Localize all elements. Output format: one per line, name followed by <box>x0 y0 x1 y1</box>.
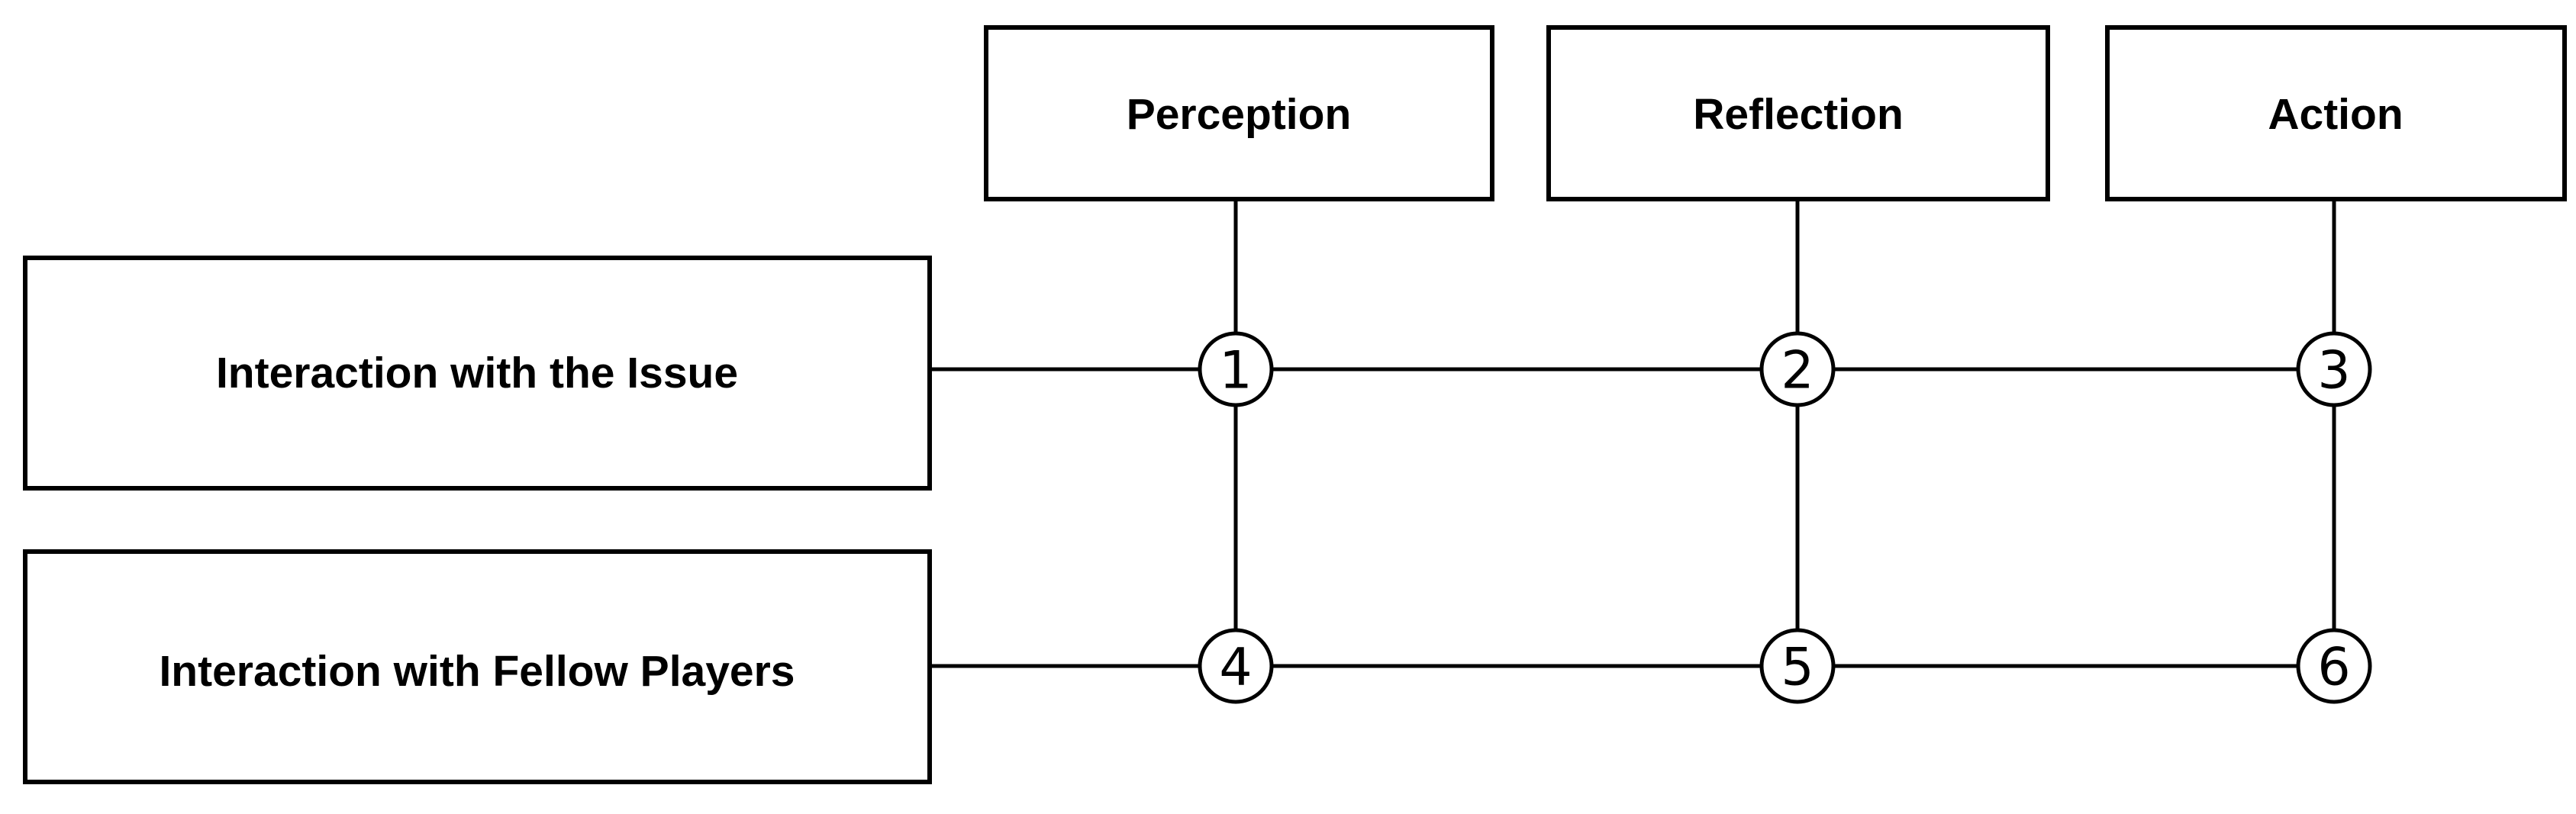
column-header-perception: Perception <box>984 25 1494 201</box>
column-headers: Perception Reflection Action <box>984 25 2567 201</box>
node-number: 6 <box>2317 638 2350 698</box>
node-number: 4 <box>1219 638 1252 698</box>
node-circle <box>1759 331 1836 407</box>
node-number: 3 <box>2317 341 2350 401</box>
row-header-label: Interaction with Fellow Players <box>159 647 795 696</box>
node-6: 6 <box>2296 628 2372 704</box>
node-circle <box>1759 628 1836 704</box>
column-header-label: Perception <box>1127 90 1352 139</box>
node-1: 1 <box>1198 331 1274 407</box>
node-3: 3 <box>2296 331 2372 407</box>
node-circle <box>1198 628 1274 704</box>
node-number: 1 <box>1219 341 1252 401</box>
row-header-box <box>23 256 932 491</box>
row-header-issue: Interaction with the Issue <box>23 256 932 491</box>
node-circle <box>2296 331 2372 407</box>
node-number: 2 <box>1781 341 1814 401</box>
node-2: 2 <box>1759 331 1836 407</box>
node-circle <box>1198 331 1274 407</box>
column-header-action: Action <box>2105 25 2567 201</box>
connectors <box>930 199 2336 668</box>
column-header-label: Action <box>2268 90 2403 139</box>
column-header-box <box>984 25 1494 201</box>
node-5: 5 <box>1759 628 1836 704</box>
node-4: 4 <box>1198 628 1274 704</box>
row-header-box <box>23 549 932 784</box>
column-header-box <box>2105 25 2567 201</box>
node-number: 5 <box>1781 638 1814 698</box>
row-header-players: Interaction with Fellow Players <box>23 549 932 784</box>
row-header-label: Interaction with the Issue <box>216 349 738 397</box>
nodes: 1 2 3 4 5 6 <box>1198 331 2372 704</box>
column-header-label: Reflection <box>1693 90 1904 139</box>
node-circle <box>2296 628 2372 704</box>
column-header-box <box>1546 25 2050 201</box>
row-headers: Interaction with the Issue Interaction w… <box>23 256 932 784</box>
column-header-reflection: Reflection <box>1546 25 2050 201</box>
